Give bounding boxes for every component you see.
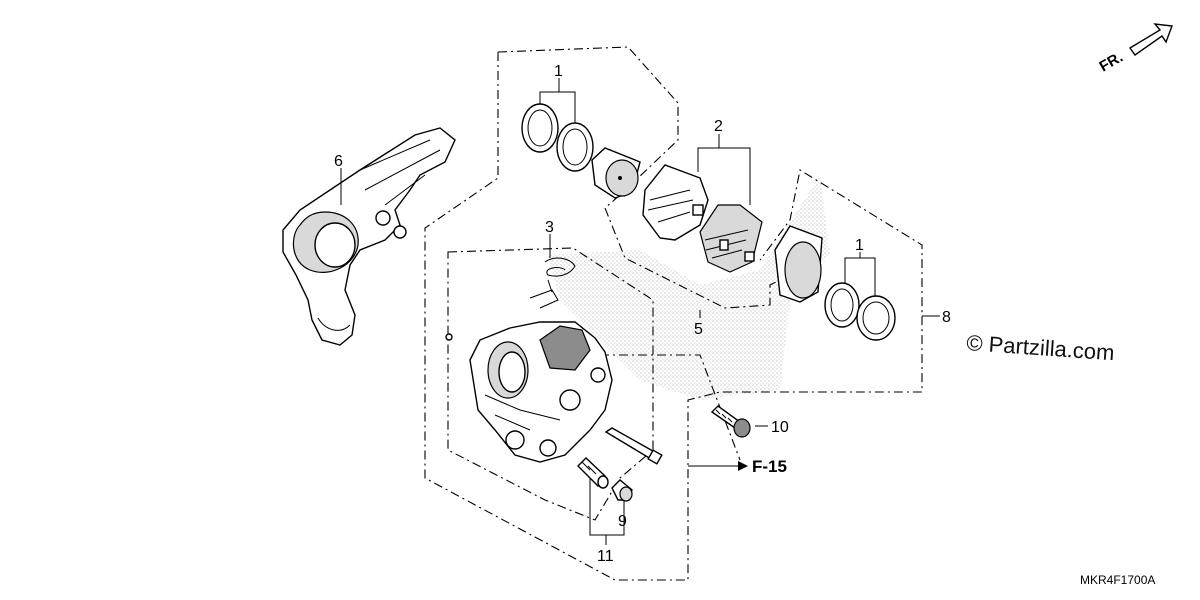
callout-1-lower: 1: [855, 237, 864, 254]
pin-guide-line: [600, 354, 741, 461]
front-direction-indicator: FR.: [1097, 23, 1173, 76]
caliper-bracket-part: [282, 127, 456, 346]
upper-piston-kit-outline: [497, 46, 801, 309]
front-direction-label: FR.: [1097, 49, 1126, 76]
callout-8: 8: [942, 309, 951, 326]
caliper-body-part: [469, 321, 613, 463]
slide-pin-part: [604, 427, 663, 465]
callout-10: 10: [771, 419, 789, 436]
caliper-assembly-outline: [424, 52, 923, 581]
pad-spring-part: [529, 257, 576, 309]
callout-5: 5: [694, 321, 703, 338]
callout-3: 3: [545, 219, 554, 236]
callout-9: 9: [618, 513, 627, 530]
pin-clip-part: [445, 333, 453, 341]
callout-11: 11: [597, 548, 614, 565]
piston-seal-set-upper: [521, 103, 594, 172]
callout-6: 6: [334, 153, 343, 170]
piston-lower: [774, 225, 823, 303]
bleeder-valve-part: [577, 457, 609, 489]
drawing-code: MKR4F1700A: [1080, 573, 1155, 587]
front-arrow-icon: [1128, 23, 1173, 56]
caliper-body-outline: [447, 247, 654, 521]
brake-pad-set: [642, 164, 763, 273]
assembly-outlines: [424, 46, 923, 581]
watermark: © Partzilla.com: [966, 330, 1116, 365]
callout-1-upper: 1: [554, 63, 563, 80]
callout-2: 2: [714, 118, 723, 135]
shading-region: [548, 175, 830, 400]
bleeder-cap-part: [611, 479, 633, 502]
reference-label: F-15: [752, 457, 787, 476]
piston-seal-set-lower: [824, 282, 896, 341]
bolt-part: [710, 405, 751, 438]
piston-upper: [591, 147, 641, 199]
leader-lines: [340, 78, 940, 545]
